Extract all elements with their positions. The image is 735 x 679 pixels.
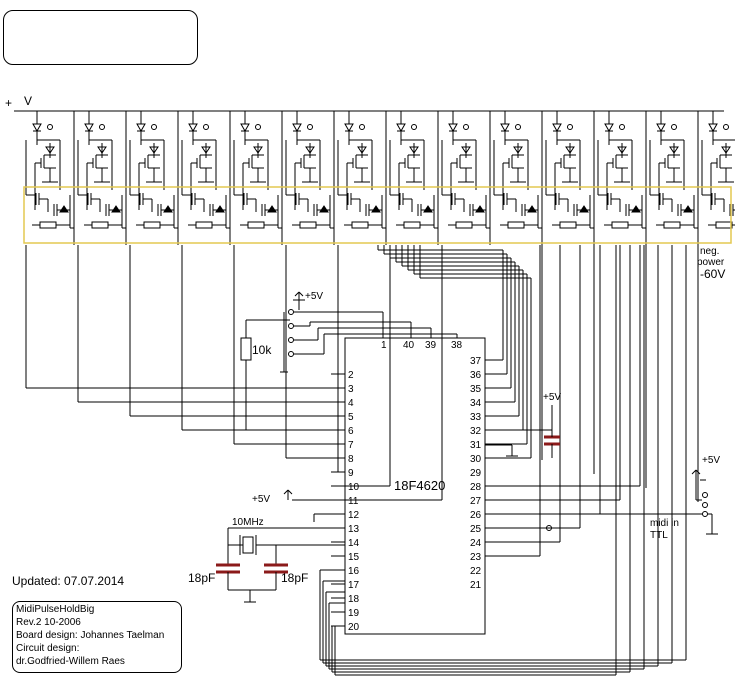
resistor-label: 10k (252, 343, 272, 357)
chip-name: 18F4620 (394, 478, 446, 493)
driver-stage (25, 111, 75, 245)
cap-ground (227, 572, 277, 603)
chip-pin-right-24: 24 (470, 538, 482, 549)
driver-stage (181, 111, 231, 245)
chip-pin-left-14: 14 (348, 538, 360, 549)
neg-power-label-2: power (697, 257, 725, 268)
chip-pin-left-10: 10 (348, 482, 360, 493)
chip-pin-right-32: 32 (470, 426, 482, 437)
driver-stages (14, 110, 735, 245)
chip-pin-left-16: 16 (348, 566, 360, 577)
chip-pin-left-20: 20 (348, 622, 360, 633)
chip-pin-left-7: 7 (348, 440, 354, 451)
chip-pin-right-22: 22 (470, 566, 482, 577)
info-box: MidiPulseHoldBig Rev.2 10-2006 Board des… (12, 601, 182, 673)
driver-stage (649, 111, 699, 245)
chip-pin-left-4: 4 (348, 398, 354, 409)
chip-pin-right-23: 23 (470, 552, 482, 563)
info-line-4: Circuit design: (16, 643, 80, 654)
microcontroller-body (344, 337, 486, 635)
chip-pin-left-17: 17 (348, 580, 360, 591)
chip-pin-right-26: 26 (470, 510, 482, 521)
chip-pin-left-9: 9 (348, 468, 354, 479)
power-plus-label: + (5, 96, 13, 110)
updated-label: Updated: 07.07.2014 (12, 574, 125, 588)
pin11-vcc (283, 489, 345, 501)
chip-pin-right-27: 27 (470, 496, 482, 507)
neg-power-label-3: -60V (700, 267, 726, 281)
neg-power-label-1: neg. (700, 246, 720, 257)
chip-pin-right-33: 33 (470, 412, 482, 423)
chip-pin-left-13: 13 (348, 524, 360, 535)
crystal-label: 10MHz (232, 517, 264, 528)
driver-stage (129, 111, 179, 245)
info-line-2: Rev.2 10-2006 (16, 617, 81, 628)
vcc-midi-label: +5V (702, 455, 721, 466)
chip-pin-left-15: 15 (348, 552, 360, 563)
chip-pin-top-40: 40 (403, 340, 415, 351)
chip-pin-left-19: 19 (348, 608, 360, 619)
cap-left-label: 18pF (188, 571, 216, 585)
midi-label-2: TTL (650, 530, 668, 541)
chip-pin-top-1: 1 (381, 340, 387, 351)
driver-stage (389, 111, 439, 245)
chip-pin-left-6: 6 (348, 426, 354, 437)
driver-stage (337, 111, 387, 245)
blank-title-box (3, 10, 198, 65)
vcc-top-label: +5V (305, 291, 324, 302)
mosfet-stage-highlight (23, 186, 732, 244)
info-line-3: Board design: Johannes Taelman (16, 630, 165, 641)
chip-pin-right-28: 28 (470, 482, 482, 493)
driver-stage (285, 111, 335, 245)
decoupling-cap (544, 435, 560, 446)
info-line-5: dr.Godfried-Willem Raes (16, 656, 125, 667)
vcc-right-label: +5V (543, 392, 562, 403)
driver-stage (233, 111, 283, 245)
chip-pin-right-34: 34 (470, 398, 482, 409)
chip-pin-right-36: 36 (470, 370, 482, 381)
driver-stage (545, 111, 595, 245)
chip-pin-left-3: 3 (348, 384, 354, 395)
chip-pin-left-8: 8 (348, 454, 354, 465)
chip-pin-right-30: 30 (470, 454, 482, 465)
chip-pin-right-21: 21 (470, 580, 482, 591)
chip-pin-left-12: 12 (348, 510, 360, 521)
load-capacitors (216, 563, 288, 574)
cap-right-label: 18pF (281, 571, 309, 585)
driver-stage (597, 111, 647, 245)
chip-pin-right-35: 35 (470, 384, 482, 395)
chip-pin-right-31: 31 (470, 440, 482, 451)
dip-switch (280, 299, 458, 373)
wiring-bus (25, 245, 699, 676)
pin25-test (485, 525, 552, 531)
driver-stage (77, 111, 127, 245)
chip-pin-right-25: 25 (470, 524, 482, 535)
chip-pin-left-18: 18 (348, 594, 360, 605)
chip-pin-left-11: 11 (348, 496, 359, 507)
chip-pin-top-39: 39 (425, 340, 437, 351)
chip-pin-right-37: 37 (470, 356, 482, 367)
chip-pin-top-38: 38 (451, 340, 463, 351)
driver-stage (441, 111, 491, 245)
driver-stage (493, 111, 543, 245)
midi-label-1: midi in (650, 518, 679, 529)
crystal-oscillator (227, 527, 345, 565)
vcc-arrows (294, 291, 304, 300)
info-line-1: MidiPulseHoldBig (16, 604, 95, 615)
pin12-ground (313, 513, 345, 522)
driver-stage (701, 111, 735, 229)
decoupling-wiring (485, 405, 553, 458)
chip-pin-left-5: 5 (348, 412, 354, 423)
chip-pin-right-29: 29 (470, 468, 482, 479)
midi-input (485, 469, 718, 535)
vcc-pin11-label: +5V (252, 494, 271, 505)
power-rail-label: V (24, 94, 33, 108)
chip-pin-left-2: 2 (348, 370, 354, 381)
resistor-10k (240, 319, 290, 430)
